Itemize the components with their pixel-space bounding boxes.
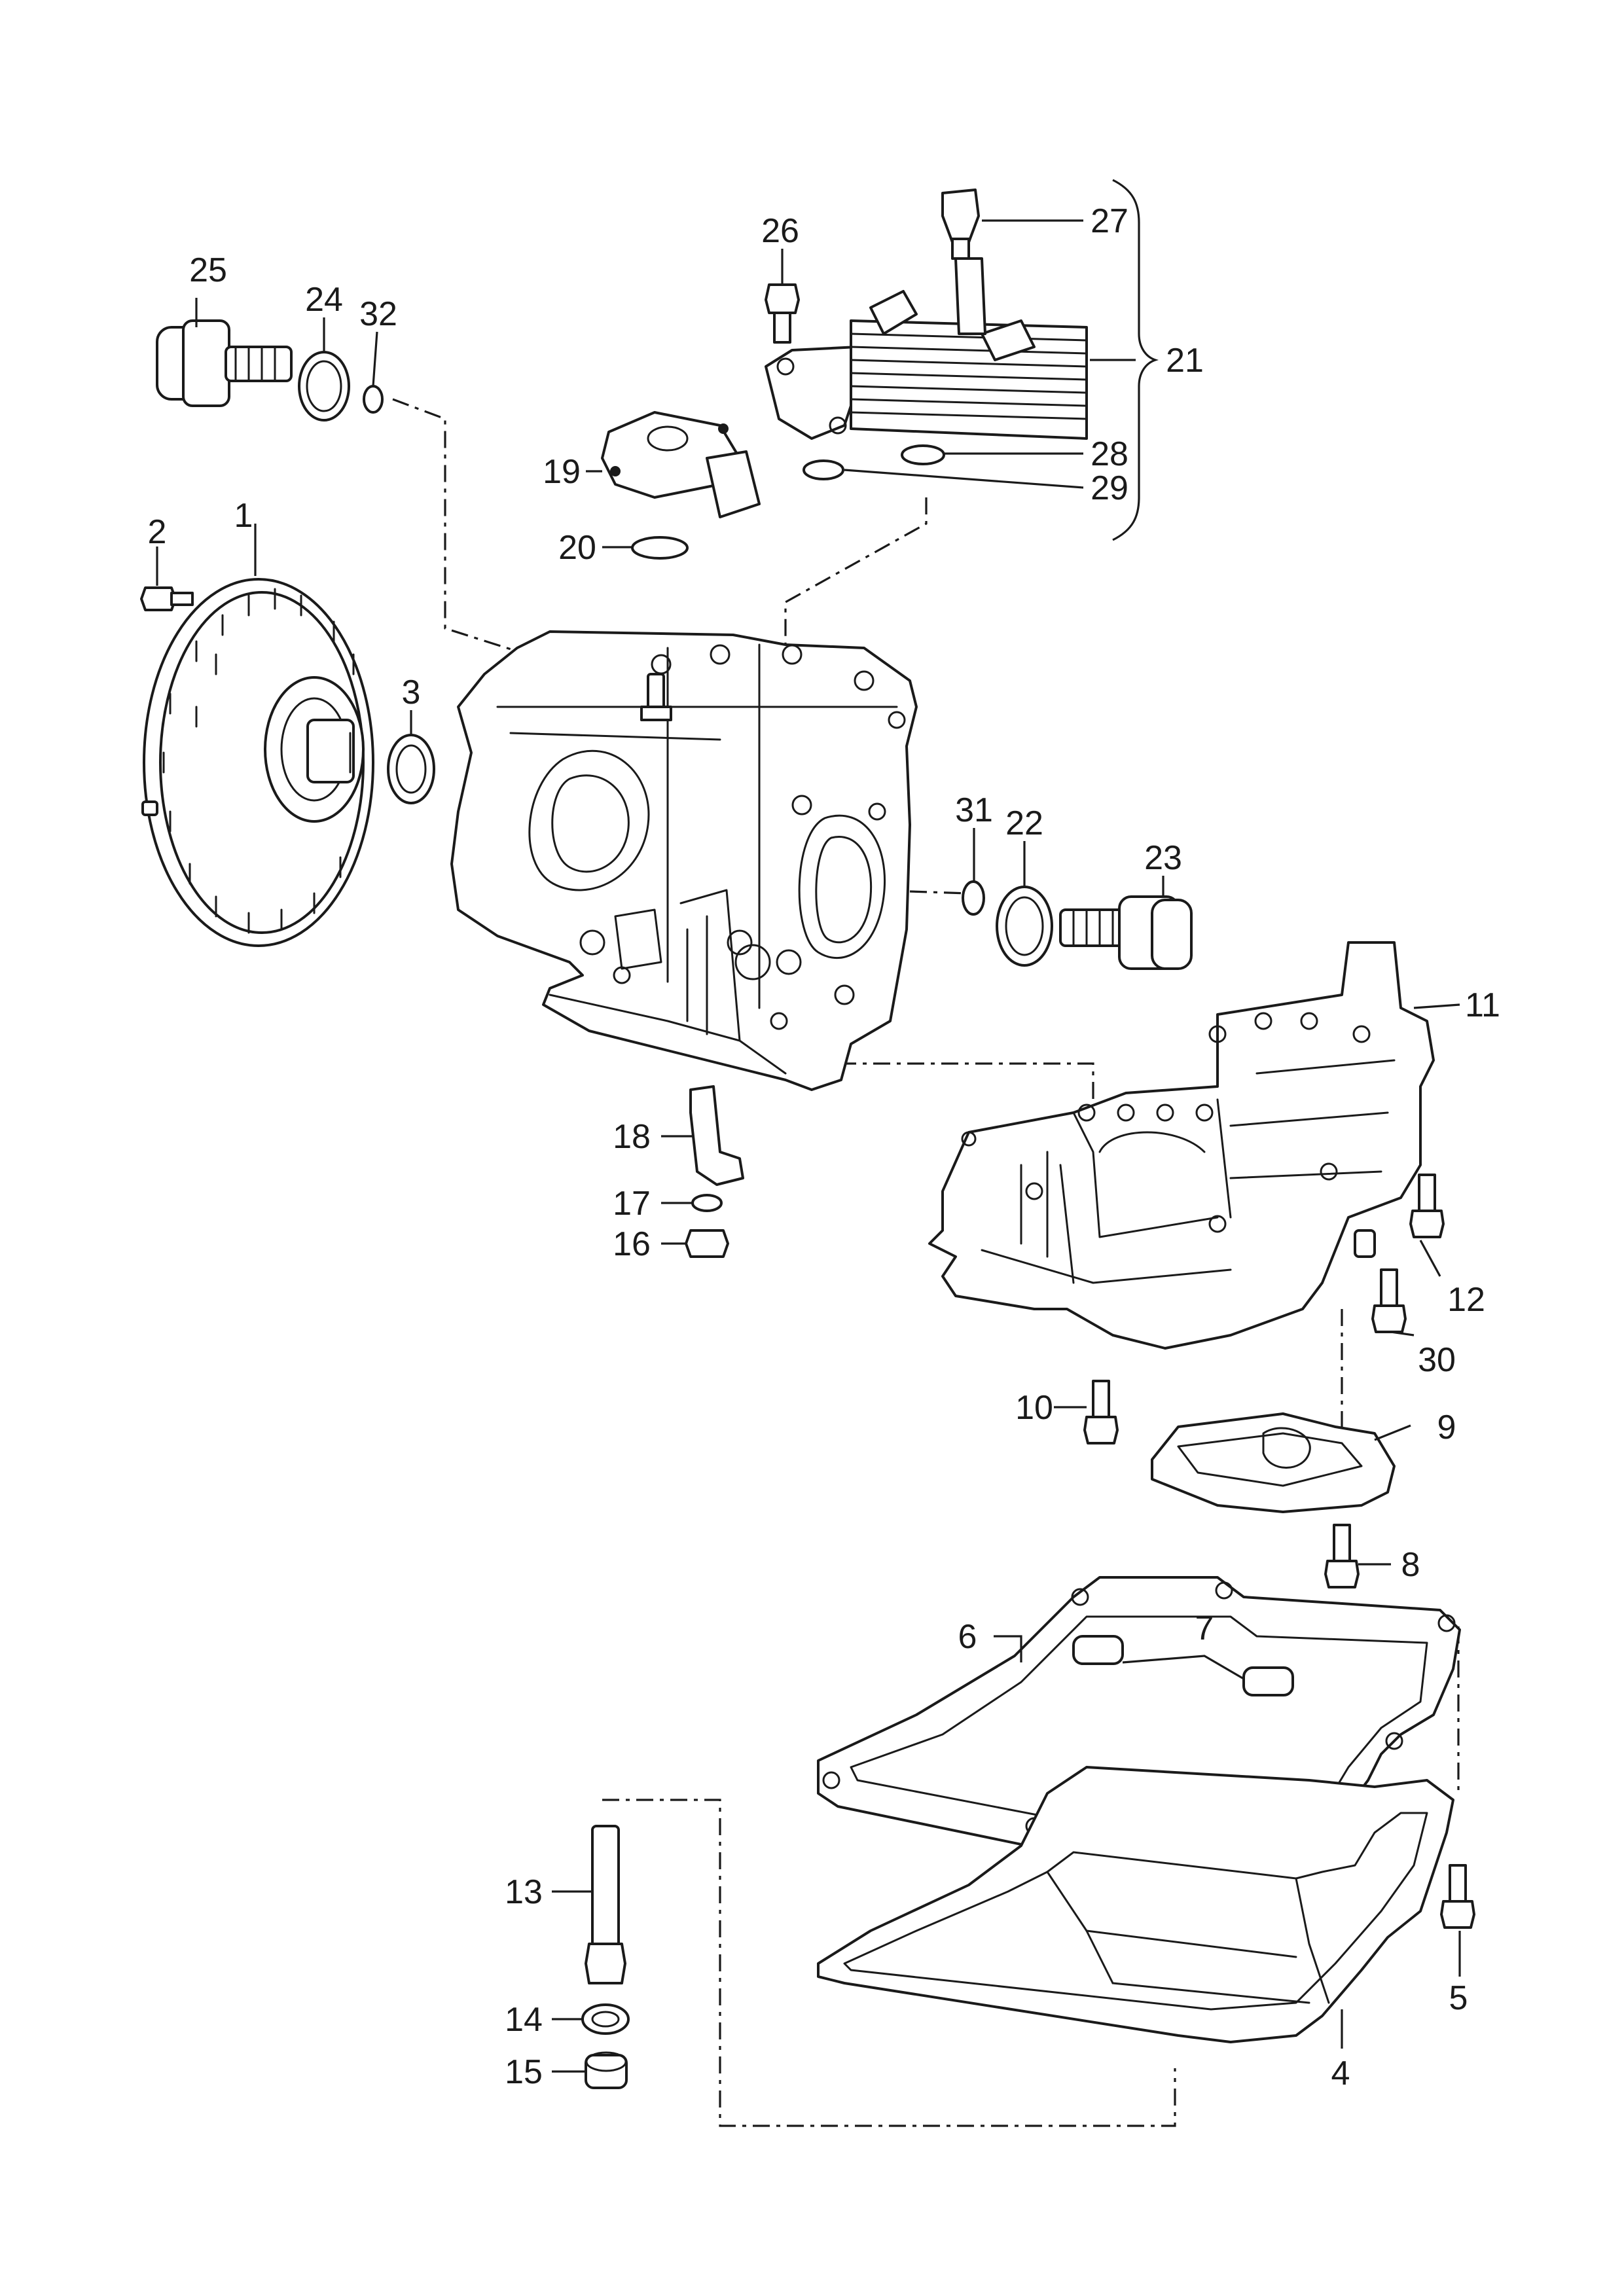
part-12-bolt — [1409, 1174, 1445, 1238]
part-9-filter — [1151, 1412, 1396, 1513]
group-21-brace — [1112, 179, 1159, 541]
callout-4: 4 — [1331, 2054, 1350, 2092]
part-24-seal — [298, 351, 350, 422]
callout-24: 24 — [305, 281, 343, 319]
callout-22: 22 — [1005, 804, 1043, 842]
callout-14: 14 — [505, 2001, 543, 2039]
callout-7: 7 — [1195, 1609, 1214, 1647]
callout-8: 8 — [1401, 1546, 1420, 1584]
callout-28: 28 — [1091, 435, 1128, 473]
part-4-oil-pan — [817, 1766, 1454, 2043]
part-8-bolt — [1324, 1524, 1360, 1588]
callout-18: 18 — [613, 1118, 651, 1156]
callout-25: 25 — [189, 251, 227, 289]
callout-29: 29 — [1091, 469, 1128, 507]
callout-5: 5 — [1449, 1979, 1468, 2017]
part-13-tube — [585, 1825, 626, 1984]
callout-13: 13 — [505, 1873, 543, 1911]
part-25-shaft — [156, 319, 293, 407]
callout-labels: 1 2 3 4 5 6 7 8 9 10 11 12 13 14 15 16 1… — [148, 202, 1500, 2092]
leader-lines — [156, 219, 1461, 2073]
part-16-nut — [685, 1229, 729, 1258]
assembly-lines — [392, 398, 1460, 2127]
callout-27: 27 — [1091, 202, 1128, 240]
part-10-bolt — [1083, 1380, 1119, 1444]
part-19-sensor — [601, 411, 761, 518]
callout-2: 2 — [148, 513, 167, 551]
part-30-bolt — [1371, 1268, 1407, 1333]
callout-20: 20 — [558, 529, 596, 567]
part-22-seal — [996, 886, 1053, 967]
callout-16: 16 — [613, 1225, 651, 1263]
part-7-plugs — [1072, 1635, 1294, 1696]
callout-12: 12 — [1447, 1281, 1485, 1319]
callout-19: 19 — [543, 453, 581, 491]
part-26-bolt — [765, 283, 800, 344]
part-31-circlip — [962, 880, 985, 916]
callout-1: 1 — [234, 497, 253, 535]
callout-6: 6 — [958, 1618, 977, 1656]
part-11-valve-body — [928, 941, 1435, 1350]
part-32-circlip — [363, 385, 384, 414]
part-3-seal — [387, 734, 435, 804]
part-1-torque-converter — [141, 578, 374, 947]
callout-21: 21 — [1166, 342, 1204, 380]
callout-10: 10 — [1015, 1389, 1053, 1427]
part-18-bracket — [689, 1085, 744, 1186]
part-14-washer — [581, 2003, 630, 2035]
housing-stud — [640, 673, 672, 721]
callout-11: 11 — [1465, 986, 1500, 1024]
callout-9: 9 — [1437, 1408, 1456, 1446]
part-2-bolt — [140, 586, 194, 611]
part-20-oring — [631, 536, 689, 560]
part-5-bolt — [1440, 1864, 1475, 1929]
transmission-housing — [450, 630, 918, 1091]
part-15-plug — [585, 2051, 628, 2089]
callout-30: 30 — [1418, 1341, 1456, 1379]
callout-17: 17 — [613, 1185, 651, 1223]
callout-15: 15 — [505, 2053, 543, 2091]
part-29-oring — [803, 459, 844, 480]
part-23-shaft — [1059, 895, 1193, 970]
callout-26: 26 — [761, 212, 799, 250]
callout-31: 31 — [955, 791, 993, 829]
part-28-oring — [901, 444, 945, 465]
callout-23: 23 — [1144, 839, 1182, 877]
callout-32: 32 — [359, 295, 397, 333]
callout-3: 3 — [402, 673, 421, 711]
part-17-washer — [691, 1194, 723, 1212]
part-27-sensor — [941, 188, 980, 260]
part-21-oil-cooler — [765, 257, 1088, 440]
